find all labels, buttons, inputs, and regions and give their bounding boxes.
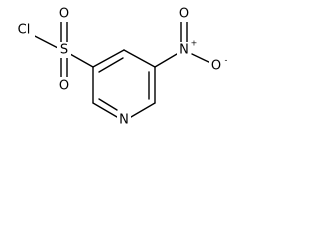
atom-n-ring: N [119, 113, 129, 128]
atom-cl: Cl [18, 23, 31, 38]
molecule-drawing: Cl S O O N + O O - N [15, 6, 228, 128]
bond-n1-c2-inner [98, 98, 118, 111]
bond-c3-c4 [92, 49, 125, 68]
bond-c5-n-nitro [154, 53, 178, 68]
charge-o-nitro-single: - [225, 56, 228, 65]
bond-c3-c4-inner [98, 57, 124, 73]
atom-o-nitro-single: O [211, 59, 221, 74]
atom-o-lower: O [59, 79, 69, 94]
bond-c4-c5 [123, 49, 156, 68]
atom-s: S [60, 43, 68, 58]
charge-n-nitro: + [191, 39, 198, 48]
structure-diagram: Cl S O O N + O O - N [0, 0, 233, 138]
bond-c6-n1 [130, 102, 156, 118]
bond-n1-c2 [92, 102, 118, 118]
atom-o-upper: O [59, 7, 69, 22]
atom-n-nitro: N [179, 43, 189, 58]
bond-c3-s [69, 53, 94, 68]
atom-o-nitro-double: O [179, 7, 189, 22]
